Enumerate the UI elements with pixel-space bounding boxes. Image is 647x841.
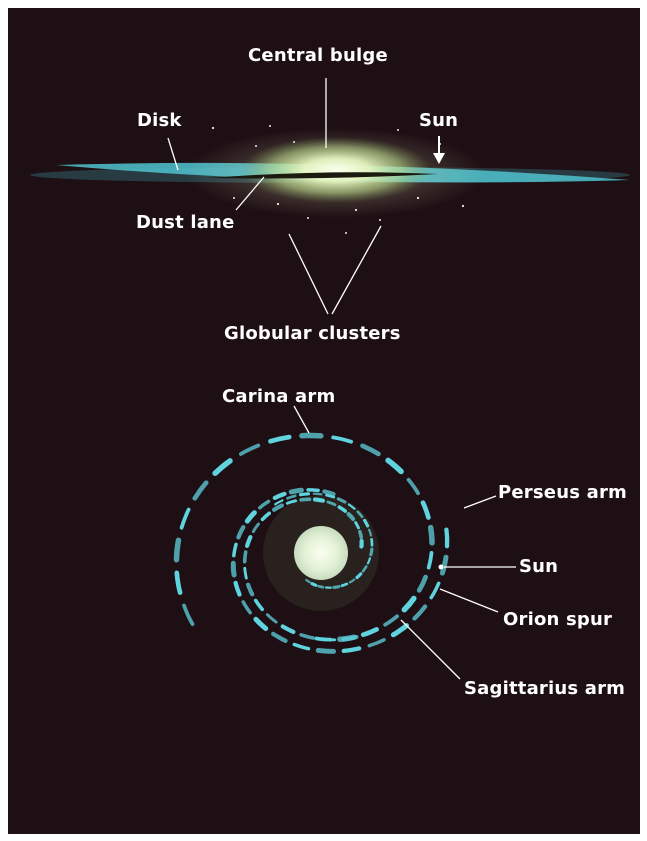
- arm-fragment: [275, 494, 285, 498]
- arm-fragment: [334, 587, 339, 588]
- arm-fragment: [243, 602, 250, 613]
- sun-side-label: Sun: [419, 112, 458, 130]
- carina-arm-leader: [294, 406, 309, 433]
- arm-fragment: [344, 648, 359, 651]
- globular-leader-left: [289, 234, 328, 314]
- arm-fragment: [342, 584, 347, 586]
- central-bulge-label: Central bulge: [248, 47, 388, 65]
- arm-fragment: [315, 500, 323, 501]
- arm-fragment: [446, 530, 447, 547]
- arm-fragment: [233, 563, 234, 575]
- arm-fragment: [301, 635, 313, 638]
- arm-fragment: [369, 640, 384, 646]
- globular-clusters-label: Globular clusters: [224, 325, 401, 343]
- arm-fragment: [442, 557, 446, 573]
- arm-fragment: [423, 503, 428, 518]
- arm-fragment: [343, 637, 356, 639]
- orion-spur-label: Orion spur: [503, 611, 612, 629]
- arm-fragment: [301, 494, 309, 495]
- arm-fragment: [318, 650, 333, 651]
- arm-fragment: [256, 601, 263, 610]
- arm-fragment: [360, 532, 361, 538]
- arm-fragment: [322, 639, 335, 640]
- arm-fragment: [283, 626, 294, 632]
- arm-fragment: [388, 460, 401, 471]
- arm-fragment: [431, 528, 432, 543]
- arm-fragment: [294, 645, 308, 649]
- arm-fragment: [182, 510, 189, 528]
- arm-fragment: [301, 499, 309, 500]
- arm-fragment: [260, 501, 269, 507]
- perseus-arm-label: Perseus arm: [498, 484, 627, 502]
- arm-fragment: [314, 494, 322, 495]
- arm-fragment: [415, 607, 426, 619]
- side-view: [30, 125, 630, 234]
- arm-fragment: [271, 437, 290, 441]
- arm-fragment: [177, 540, 179, 559]
- arm-fragment: [319, 586, 323, 587]
- orion-spur-leader: [440, 589, 498, 612]
- arm-fragment: [312, 584, 316, 586]
- arm-fragment: [238, 527, 243, 537]
- arm-fragment: [404, 599, 414, 610]
- dust-lane-label: Dust lane: [136, 214, 234, 232]
- arm-fragment: [241, 446, 258, 455]
- arm-fragment: [215, 461, 230, 473]
- perseus-arm-leader: [464, 496, 496, 508]
- globular-leader-right: [332, 226, 381, 314]
- disk-label: Disk: [137, 112, 182, 130]
- arm-fragment: [429, 553, 432, 568]
- sagittarius-arm-label: Sagittarius arm: [464, 680, 625, 698]
- arm-fragment: [184, 606, 193, 625]
- arm-fragment: [263, 513, 270, 519]
- sun-top-label: Sun: [519, 558, 558, 576]
- arm-fragment: [236, 583, 240, 595]
- sagittarius-arm-leader: [401, 620, 460, 679]
- arm-fragment: [245, 568, 247, 578]
- arm-fragment: [308, 490, 318, 491]
- arm-fragment: [409, 480, 418, 493]
- arm-fragment: [393, 626, 406, 635]
- arm-fragment: [363, 629, 376, 634]
- arm-fragment: [245, 552, 246, 562]
- arm-fragment: [385, 616, 397, 624]
- arm-fragment: [371, 549, 372, 555]
- arm-fragment: [253, 524, 258, 532]
- arm-fragment: [247, 513, 254, 521]
- central-bulge: [241, 137, 431, 203]
- galaxy-illustration: [8, 8, 640, 834]
- arm-fragment: [363, 446, 379, 454]
- arm-fragment: [248, 585, 252, 595]
- arm-fragment: [247, 537, 250, 546]
- arm-fragment: [273, 634, 285, 641]
- arm-fragment: [256, 619, 266, 628]
- arm-fragment: [195, 483, 206, 499]
- arm-fragment: [274, 506, 282, 510]
- arm-fragment: [431, 583, 439, 597]
- arm-fragment: [288, 496, 296, 499]
- arm-fragment: [324, 492, 333, 495]
- sun-position-dot: [439, 565, 444, 570]
- galactic-core: [294, 526, 348, 580]
- arm-fragment: [419, 577, 425, 590]
- top-view: [177, 436, 448, 652]
- milky-way-diagram: Central bulge Disk Sun Dust lane Globula…: [8, 8, 640, 834]
- arm-fragment: [291, 490, 301, 492]
- arm-fragment: [177, 573, 180, 593]
- arm-fragment: [333, 437, 351, 441]
- arm-fragment: [234, 544, 236, 555]
- carina-arm-label: Carina arm: [222, 388, 335, 406]
- arm-fragment: [267, 615, 276, 622]
